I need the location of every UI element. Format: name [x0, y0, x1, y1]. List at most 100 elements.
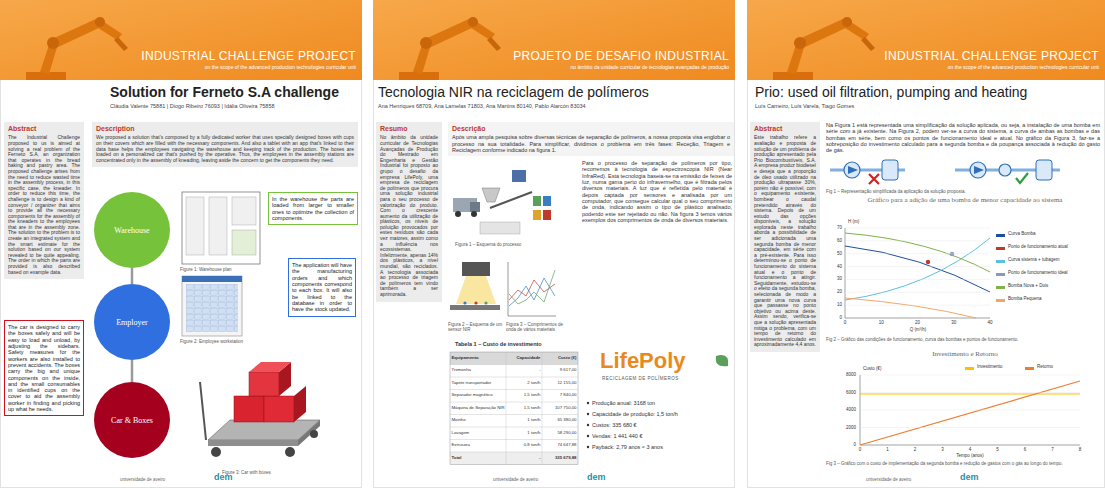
pump-chart	[845, 228, 990, 229]
text-label: Fig 3 – Gráfico com o custo de implement…	[826, 461, 1100, 466]
legend-text: Investimento	[977, 365, 1023, 370]
text-label: 2000	[835, 425, 856, 430]
process-scheme	[533, 196, 541, 206]
text-label: -	[508, 456, 541, 461]
text-label: Figura 3 – Comprimentos de onda de vário…	[506, 322, 564, 332]
text-label: Moinho	[452, 418, 505, 423]
body-text: We proposed a solution that's composed b…	[96, 135, 354, 163]
return-chart	[860, 410, 1080, 411]
text-label: Custos: 335 680 €	[592, 422, 732, 428]
text-label: Capacidade	[508, 356, 541, 361]
warehouse-plan	[232, 197, 256, 225]
pump-chart	[845, 228, 846, 318]
body-text: on the scope of the advanced production …	[747, 65, 1099, 71]
body-text: on the scope of the advanced production …	[0, 65, 356, 71]
text-label: Figure 1: Warehouse plan	[180, 267, 265, 272]
text-label: 3	[937, 447, 949, 452]
cost-table	[450, 352, 578, 465]
text-label: LifePoly	[600, 350, 712, 372]
text-label: Custo (€)	[863, 366, 897, 371]
heading: Descrição	[452, 125, 730, 133]
legend-swatch	[996, 299, 1005, 302]
heading: Abstract	[8, 125, 80, 133]
text-label: Custo (€)	[544, 356, 577, 361]
description-panel: DescriptionWe proposed a solution that's…	[92, 122, 358, 167]
text-label: 2	[909, 447, 921, 452]
text-label: Máquina de Separação NIR	[452, 406, 505, 411]
text-label: 8	[1074, 447, 1086, 452]
poster-frames	[1, 1, 362, 488]
body-text: The car is designed to carry the boxes s…	[8, 324, 80, 412]
text-label: Na Figura 1 está representada uma simpli…	[826, 122, 1100, 154]
tablet-app	[186, 284, 238, 332]
robot-arm	[773, 17, 875, 80]
text-label: Tapete transportador	[452, 381, 505, 386]
tablet-app	[182, 276, 242, 282]
pump-chart	[926, 260, 930, 264]
bullet-dot	[587, 402, 589, 448]
text-label: universidade de aveiro	[866, 477, 936, 482]
car-with-boxes	[264, 396, 294, 422]
poster-frames	[374, 1, 735, 488]
pump-scheme	[970, 162, 986, 178]
text-label: Investimento e Retorno	[870, 350, 1060, 358]
process-scheme	[482, 188, 500, 202]
text-label: Produção anual: 3168 ton	[592, 400, 732, 406]
text-label: 0	[835, 442, 856, 447]
text-label: Tecnologia NIR na reciclagem de polímero…	[378, 84, 733, 100]
text-label: universidade de aveiro	[493, 477, 563, 482]
connector-line	[131, 360, 134, 382]
legend-text: Ponto de funcionamento ideal	[1008, 271, 1098, 276]
process-circle: Car & Boxes	[94, 382, 170, 458]
lifepoly-leaf	[716, 355, 729, 366]
text-label: 9 617,00	[544, 368, 577, 373]
car-with-boxes	[298, 420, 320, 446]
car-with-boxes	[249, 372, 279, 396]
car-with-boxes	[294, 386, 306, 422]
text-label: 40	[828, 264, 842, 269]
pump-scheme	[974, 166, 984, 174]
process-scheme	[480, 222, 520, 234]
text-label: 5	[992, 447, 1004, 452]
process-scheme	[543, 196, 551, 206]
lifepoly-leaf	[716, 355, 729, 366]
callout-box: The application will have the manufactur…	[288, 258, 356, 317]
text-label: Separador magnético	[452, 393, 505, 398]
body-text: Warehouse	[114, 226, 149, 235]
car-with-boxes	[200, 362, 320, 457]
text-label: RECICLAGEM DE POLÍMEROS	[602, 376, 732, 381]
heading: INDUSTRIAL CHALLENGE PROJECT	[0, 50, 356, 63]
cost-table	[450, 402, 578, 403]
legend-swatch	[965, 367, 974, 370]
car-with-boxes	[234, 396, 264, 422]
connector-line	[131, 268, 134, 284]
body-text: The application will have the manufactur…	[292, 262, 352, 313]
legend-swatch	[996, 260, 1005, 263]
text-label: 58 290,00	[544, 431, 577, 436]
process-scheme	[533, 210, 541, 220]
text-label: 60	[828, 238, 842, 243]
text-label: Tremonha	[452, 368, 505, 373]
nir-sensor	[474, 301, 477, 304]
pump-chart	[845, 238, 990, 300]
spectra-chart	[508, 316, 556, 317]
car-with-boxes	[211, 447, 221, 457]
text-label: 6	[1019, 447, 1031, 452]
pump-chart	[845, 298, 976, 318]
body-text: No âmbito da unidade curricular de Tecno…	[380, 135, 438, 297]
car-with-boxes	[285, 447, 295, 457]
pump-scheme	[882, 160, 898, 180]
cost-table	[450, 364, 578, 365]
text-label: 50	[828, 251, 842, 256]
body-text: Employer	[116, 318, 148, 327]
text-label: 1,5 ton/h	[508, 406, 541, 411]
cost-table	[542, 352, 543, 465]
pump-scheme	[1036, 160, 1052, 180]
body-text: In the warehouse the parts are loaded fr…	[272, 196, 354, 221]
legend-text: Curva Bomba	[1008, 232, 1098, 237]
text-label: 4000	[835, 407, 856, 412]
process-scheme	[453, 170, 551, 234]
bullet-dot	[587, 402, 589, 404]
warehouse-plan	[209, 197, 227, 255]
text-label: dem	[214, 472, 244, 482]
